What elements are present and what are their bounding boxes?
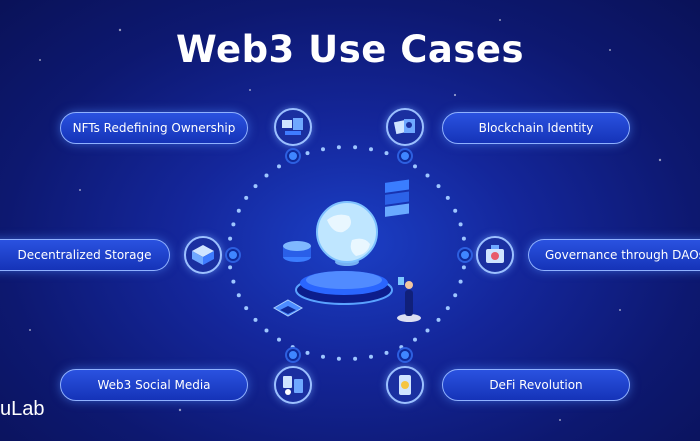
ring-dot [458, 279, 463, 284]
ring-dot [228, 236, 233, 241]
ring-dot [236, 208, 241, 213]
ring-dot [353, 145, 358, 150]
use-case-defi: DeFi Revolution [442, 369, 630, 401]
ring-dot [277, 164, 281, 169]
ring-dot [436, 184, 441, 189]
ring-dot [461, 236, 466, 241]
nft-icon [274, 108, 312, 146]
brand-logo: uLab [0, 398, 45, 420]
use-case-social: Web3 Social Media [60, 369, 248, 401]
ring-dot [228, 265, 233, 270]
ring-dot [305, 350, 310, 355]
use-case-identity-label: Blockchain Identity [478, 121, 594, 135]
ring-dot [321, 147, 325, 152]
connector-dot-nfts [287, 150, 299, 162]
ring-dot [445, 195, 450, 200]
ring-dot [236, 293, 241, 298]
ring-dot [277, 337, 281, 342]
ring-dot [290, 345, 295, 350]
ring-dot [413, 164, 417, 169]
globe-icon [316, 201, 378, 263]
ring-dot [305, 151, 310, 156]
connector-dot-defi [399, 349, 411, 361]
ring-dot [264, 328, 269, 333]
ring-dot [264, 173, 269, 178]
ring-dot [231, 279, 236, 284]
ring-dot [425, 173, 430, 178]
use-case-social-label: Web3 Social Media [97, 378, 211, 392]
connector-dot-daos [459, 249, 471, 261]
use-case-daos: Governance through DAOs [528, 239, 700, 271]
ring-dot [445, 306, 450, 311]
ring-dot [253, 184, 258, 189]
ring-dot [244, 195, 249, 200]
ring-dot [384, 151, 389, 156]
use-case-defi-label: DeFi Revolution [489, 378, 583, 392]
identity-icon [386, 108, 424, 146]
connector-dot-storage [227, 249, 239, 261]
connector-dot-social [287, 349, 299, 361]
ring-dot [453, 208, 458, 213]
ring-dot [369, 147, 373, 152]
ring-dot [336, 356, 341, 361]
connector-dot-identity [399, 150, 411, 162]
ring-dot [384, 350, 389, 355]
ring-dot [425, 328, 430, 333]
ring-dot [231, 222, 236, 227]
use-case-identity: Blockchain Identity [442, 112, 630, 144]
ring-dot [321, 354, 325, 359]
social-media-icon [274, 366, 312, 404]
dao-icon [476, 236, 514, 274]
ring-dot [336, 145, 341, 150]
page-title: Web3 Use Cases [175, 28, 524, 71]
ring-dot [453, 293, 458, 298]
use-case-nfts: NFTs Redefining Ownership [60, 112, 248, 144]
ring-dot [458, 222, 463, 227]
ring-dot [369, 354, 373, 359]
ring-dot [436, 317, 441, 322]
use-case-storage: Decentralized Storage [0, 239, 170, 271]
ring-dot [461, 265, 466, 270]
ring-dot [353, 356, 358, 361]
ring-dot [413, 337, 417, 342]
use-case-nfts-label: NFTs Redefining Ownership [72, 121, 236, 135]
ring-dot [253, 317, 258, 322]
use-case-daos-label: Governance through DAOs [545, 248, 700, 262]
storage-icon [184, 236, 222, 274]
ring-dot [399, 345, 404, 350]
defi-icon [386, 366, 424, 404]
use-case-storage-label: Decentralized Storage [17, 248, 152, 262]
ring-dot [244, 306, 249, 311]
